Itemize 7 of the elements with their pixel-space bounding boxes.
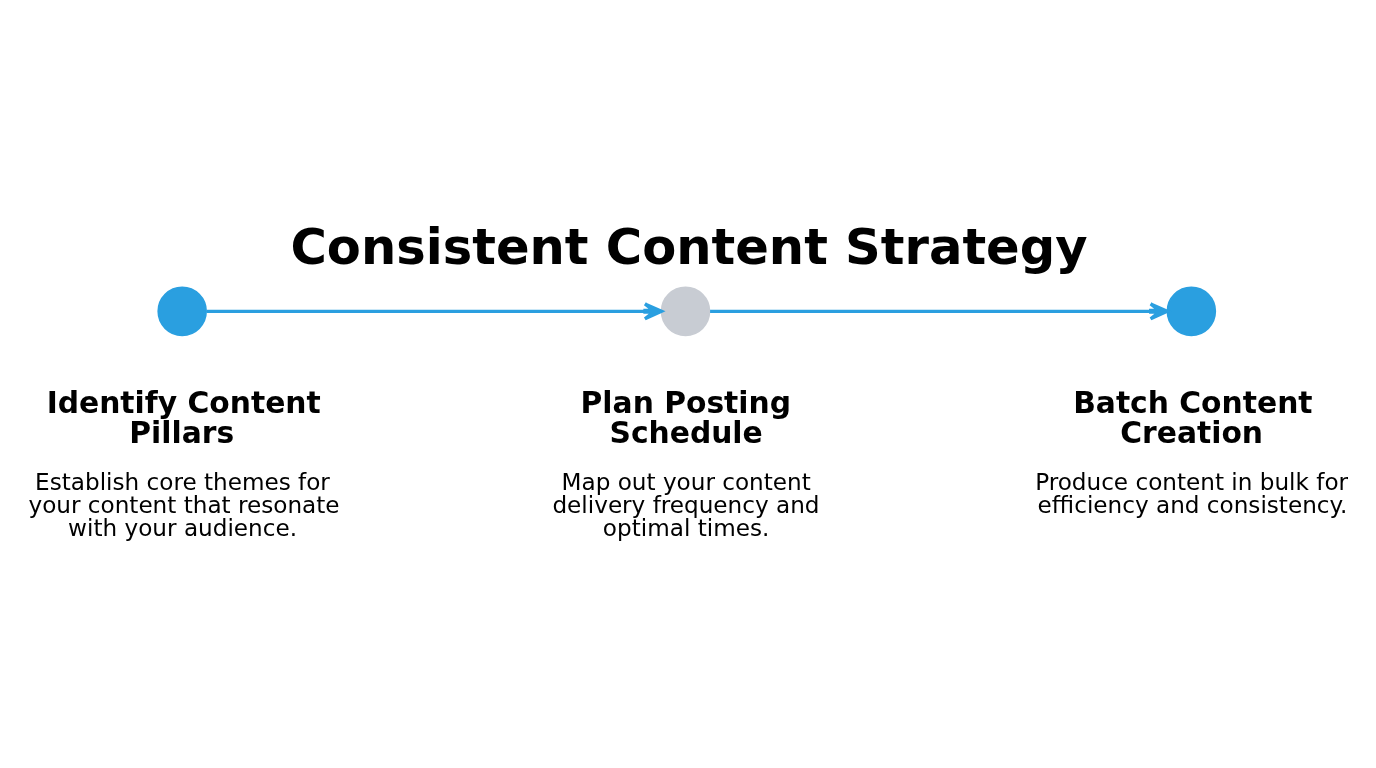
node-label: Identify Content Pillars (46, 384, 321, 450)
node-label: Produce content in bulk for efficiency and consistency. (1035, 468, 1349, 518)
node-label: Batch Content Creation (1073, 384, 1313, 450)
node-label: Establish core themes for your content that resonate with your audience. (28, 468, 340, 541)
node-label: Map out your content delivery frequency and optimal times. (552, 468, 820, 541)
diagram-title: Consistent Content Strategy (290, 217, 1088, 276)
node-label: Plan Posting Schedule (580, 384, 792, 450)
